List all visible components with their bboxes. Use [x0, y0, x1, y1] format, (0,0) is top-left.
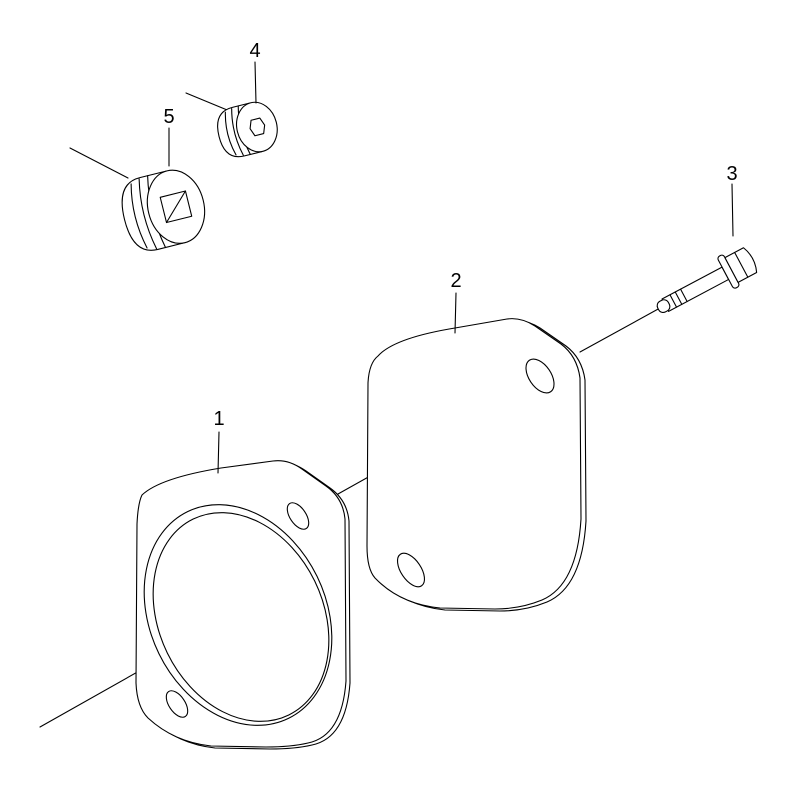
- bolt-shank: [661, 266, 730, 312]
- part-4-small-plug: [217, 101, 278, 158]
- bolt-thread-tip: [656, 299, 671, 314]
- gasket-hole-lower: [165, 690, 189, 718]
- leader-line-1: [217, 431, 220, 474]
- centerline-plug-large: [69, 147, 129, 179]
- centerline-plug-small: [185, 92, 233, 113]
- small-plug-thread-2: [231, 108, 244, 156]
- bolt-hex-edge: [734, 251, 749, 278]
- large-plug-socket-diagonal: [165, 190, 186, 224]
- large-plug-thread-2: [138, 178, 158, 250]
- callout-1: 1: [213, 408, 224, 430]
- small-plug-thread-1: [224, 111, 237, 156]
- large-plug-thread-1: [130, 183, 148, 249]
- bolt-thread-line-1: [669, 294, 678, 308]
- callout-4: 4: [249, 40, 260, 62]
- cover-plate-face: [366, 318, 582, 610]
- callout-5: 5: [163, 106, 174, 128]
- gasket-hole-upper: [286, 502, 310, 530]
- cover-plate-hole-upper: [525, 358, 555, 394]
- part-3-flange-bolt: [656, 247, 758, 314]
- leader-line-3: [731, 183, 734, 237]
- gasket-bore-outer: [143, 504, 333, 726]
- leader-line-2: [454, 292, 457, 334]
- part-1-gasket: [135, 460, 351, 750]
- bolt-thread-line-3: [680, 288, 688, 303]
- part-2-cover-plate: [366, 318, 587, 612]
- leader-line-4: [254, 61, 257, 104]
- leader-lines: [168, 61, 734, 474]
- gasket-bore-inner: [152, 512, 330, 722]
- callout-2: 2: [450, 270, 461, 292]
- callout-3: 3: [726, 163, 737, 185]
- part-5-large-plug: [121, 169, 206, 251]
- bolt-thread-line-2: [674, 291, 683, 305]
- centerline-cover-to-bolt: [579, 307, 661, 353]
- small-plug-hex-socket-icon: [249, 117, 266, 137]
- callout-labels: 1 2 3 4 5: [163, 40, 737, 430]
- cover-plate-hole-lower: [396, 552, 426, 588]
